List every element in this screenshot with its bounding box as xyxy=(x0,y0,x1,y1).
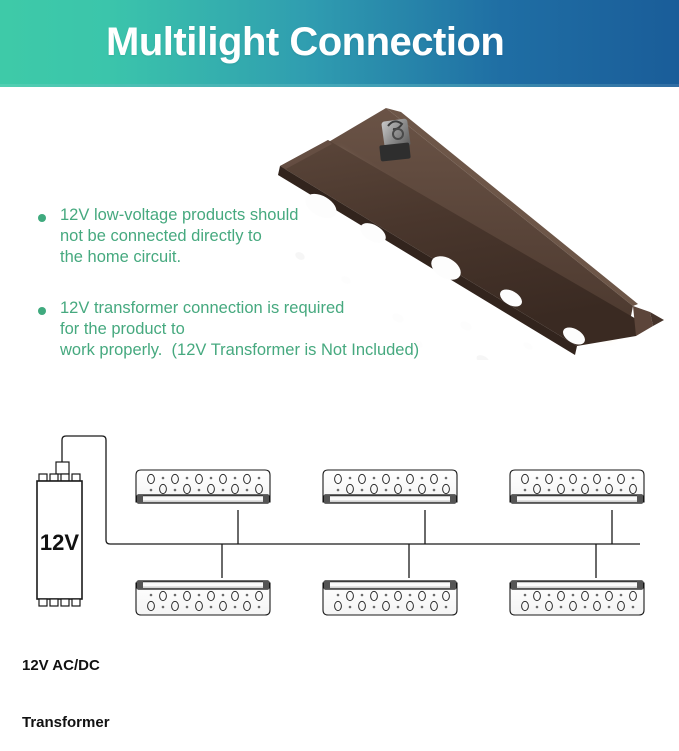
bullet-1-line-3: the home circuit. xyxy=(60,248,182,266)
page-title: Multilight Connection xyxy=(106,20,505,64)
header-banner: Multilight Connection xyxy=(0,0,679,84)
bullet-2-line-3: work properly. (12V Transformer is Not I… xyxy=(60,341,420,359)
fixture-top-2 xyxy=(322,469,458,504)
transformer-caption-line-1: 12V AC/DC xyxy=(22,657,100,674)
transformer-value-label: 12V xyxy=(40,530,79,555)
transformer-symbol: 12V xyxy=(36,461,83,607)
perforation-holes-lower xyxy=(295,252,490,360)
fixture-bottom-1 xyxy=(135,580,271,616)
wiring-diagram: 12V xyxy=(0,418,679,654)
bullet-1-line-1: 12V low-voltage products should xyxy=(60,206,299,224)
bullet-1-line-2: not be connected directly to xyxy=(60,227,262,245)
mounting-clip xyxy=(379,118,411,162)
transformer-caption-line-2: Transformer xyxy=(22,714,110,731)
header-underline xyxy=(0,84,679,87)
bullet-dot-icon xyxy=(38,214,46,222)
bullet-item-1: 12V low-voltage products should not be c… xyxy=(36,205,506,268)
transformer-caption: 12V AC/DC Transformer xyxy=(22,618,162,751)
fixture-top-1 xyxy=(135,469,271,504)
product-photo xyxy=(278,98,679,360)
bullet-2-line-2: for the product to xyxy=(60,320,185,338)
bullet-2-line-1: 12V transformer connection is required xyxy=(60,299,345,317)
fixture-top-3 xyxy=(509,469,645,504)
wiring-lines xyxy=(61,435,640,578)
fixture-bottom-3 xyxy=(509,580,645,616)
bullet-list: 12V low-voltage products should not be c… xyxy=(36,205,506,391)
fixture-face-plate xyxy=(278,140,638,355)
bullet-item-2: 12V transformer connection is required f… xyxy=(36,298,506,361)
fixture-bottom-2 xyxy=(322,580,458,616)
perforation-holes xyxy=(305,193,585,350)
fixture-end-cap xyxy=(633,306,664,336)
bullet-dot-icon xyxy=(38,307,46,315)
